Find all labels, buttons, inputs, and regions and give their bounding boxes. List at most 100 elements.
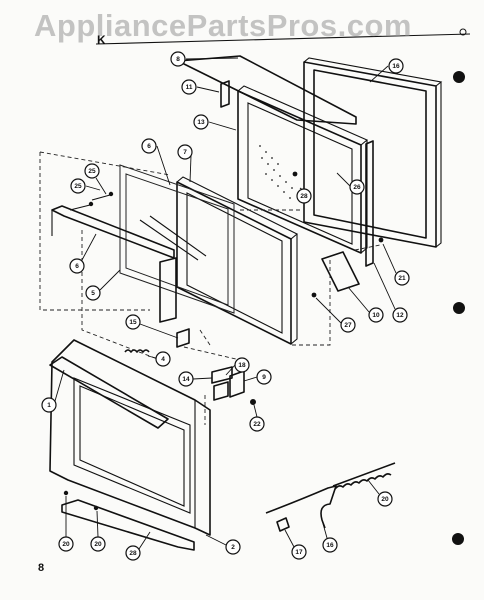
callout-circle <box>70 178 86 194</box>
callout-number: 14 <box>182 376 190 383</box>
callout-21: 21 <box>394 270 410 286</box>
callout-number: 7 <box>183 149 187 156</box>
callout-circle <box>69 258 85 274</box>
part-small-bracket <box>220 80 230 108</box>
callout-circle <box>141 138 157 154</box>
part-spring-rod <box>63 462 396 511</box>
callout-17: 17 <box>291 544 307 560</box>
callout-20: 20 <box>90 536 106 552</box>
callout-circle <box>322 537 338 553</box>
callout-number: 4 <box>161 356 165 363</box>
callout-circle <box>249 416 265 432</box>
callout-number: 20 <box>381 496 389 503</box>
callout-25: 25 <box>84 163 100 179</box>
binder-hole-bottom <box>452 533 464 545</box>
callout-markers: 8 16 11 13 6 7 25 25 28 26 6 5 21 10 12 27 15 4 18 14 9 1 22 20… <box>41 51 410 561</box>
part-front-trim <box>51 205 177 323</box>
binder-hole-top <box>453 71 465 83</box>
callout-circle <box>84 163 100 179</box>
callout-number: 13 <box>197 119 205 126</box>
callout-2: 2 <box>225 539 241 555</box>
callout-circle <box>368 307 384 323</box>
callout-number: 28 <box>300 193 308 200</box>
callout-28: 28 <box>296 188 312 204</box>
callout-number: 6 <box>147 143 151 150</box>
part-rear-outer-frame <box>303 57 443 248</box>
callout-circle <box>177 144 193 160</box>
callout-circle <box>340 317 356 333</box>
part-inner-window-frame <box>176 176 298 345</box>
callout-26: 26 <box>349 179 365 195</box>
callout-number: 18 <box>238 362 246 369</box>
callout-circle <box>125 545 141 561</box>
part-main-door-frame <box>49 339 211 536</box>
callout-circle <box>349 179 365 195</box>
part-spring <box>124 349 150 353</box>
callout-11: 11 <box>181 79 197 95</box>
callout-5: 5 <box>85 285 101 301</box>
page-number: 8 <box>38 562 45 574</box>
callout-circle <box>90 536 106 552</box>
callout-number: 10 <box>372 312 380 319</box>
callout-number: 26 <box>353 184 361 191</box>
callout-15: 15 <box>125 314 141 330</box>
callout-circle <box>392 307 408 323</box>
callout-20: 20 <box>58 536 74 552</box>
callout-number: 11 <box>186 84 193 91</box>
callout-number: 27 <box>344 322 352 329</box>
callout-6: 6 <box>69 258 85 274</box>
part-screws-right <box>292 171 384 298</box>
callout-circle <box>225 539 241 555</box>
callout-circle <box>388 58 404 74</box>
part-side-rail <box>365 140 374 267</box>
callout-number: 6 <box>75 263 79 270</box>
callout-number: 21 <box>398 275 406 282</box>
part-top-strip <box>177 55 357 125</box>
corner-ring <box>459 28 467 36</box>
callout-7: 7 <box>177 144 193 160</box>
callout-1: 1 <box>41 397 57 413</box>
callout-leader-lines <box>54 57 397 550</box>
callout-16: 16 <box>322 537 338 553</box>
callout-number: 25 <box>88 168 96 175</box>
part-hinge-arm <box>265 485 337 529</box>
callout-number: 17 <box>295 549 303 556</box>
callout-number: 12 <box>396 312 404 319</box>
callout-20: 20 <box>377 491 393 507</box>
callout-circle <box>41 397 57 413</box>
callout-number: 22 <box>253 421 261 428</box>
callout-6: 6 <box>141 138 157 154</box>
callout-14: 14 <box>178 371 194 387</box>
callout-number: 16 <box>392 63 400 70</box>
callout-number: 15 <box>129 319 137 326</box>
callout-number: 9 <box>262 374 266 381</box>
callout-number: 25 <box>74 183 82 190</box>
callout-number: 5 <box>91 290 95 297</box>
callout-27: 27 <box>340 317 356 333</box>
callout-number: 20 <box>94 541 102 548</box>
callout-number: 16 <box>326 542 334 549</box>
part-inner-door-panel <box>237 85 369 254</box>
callout-circle <box>125 314 141 330</box>
part-lower-strip <box>321 251 360 292</box>
callout-circle <box>85 285 101 301</box>
callout-8: 8 <box>170 51 186 67</box>
callout-number: 1 <box>47 402 51 409</box>
part-hinge-hardware <box>176 328 256 405</box>
callout-circle <box>296 188 312 204</box>
corner-mark: K <box>97 33 106 47</box>
callout-circle <box>181 79 197 95</box>
callout-number: 8 <box>176 56 180 63</box>
callout-number: 2 <box>231 544 235 551</box>
callout-circle <box>58 536 74 552</box>
callout-25: 25 <box>70 178 86 194</box>
callout-circle <box>377 491 393 507</box>
callout-12: 12 <box>392 307 408 323</box>
callout-9: 9 <box>256 369 272 385</box>
callout-16: 16 <box>388 58 404 74</box>
part-bottom-trim <box>61 499 195 551</box>
callout-circle <box>256 369 272 385</box>
callout-number: 20 <box>62 541 70 548</box>
